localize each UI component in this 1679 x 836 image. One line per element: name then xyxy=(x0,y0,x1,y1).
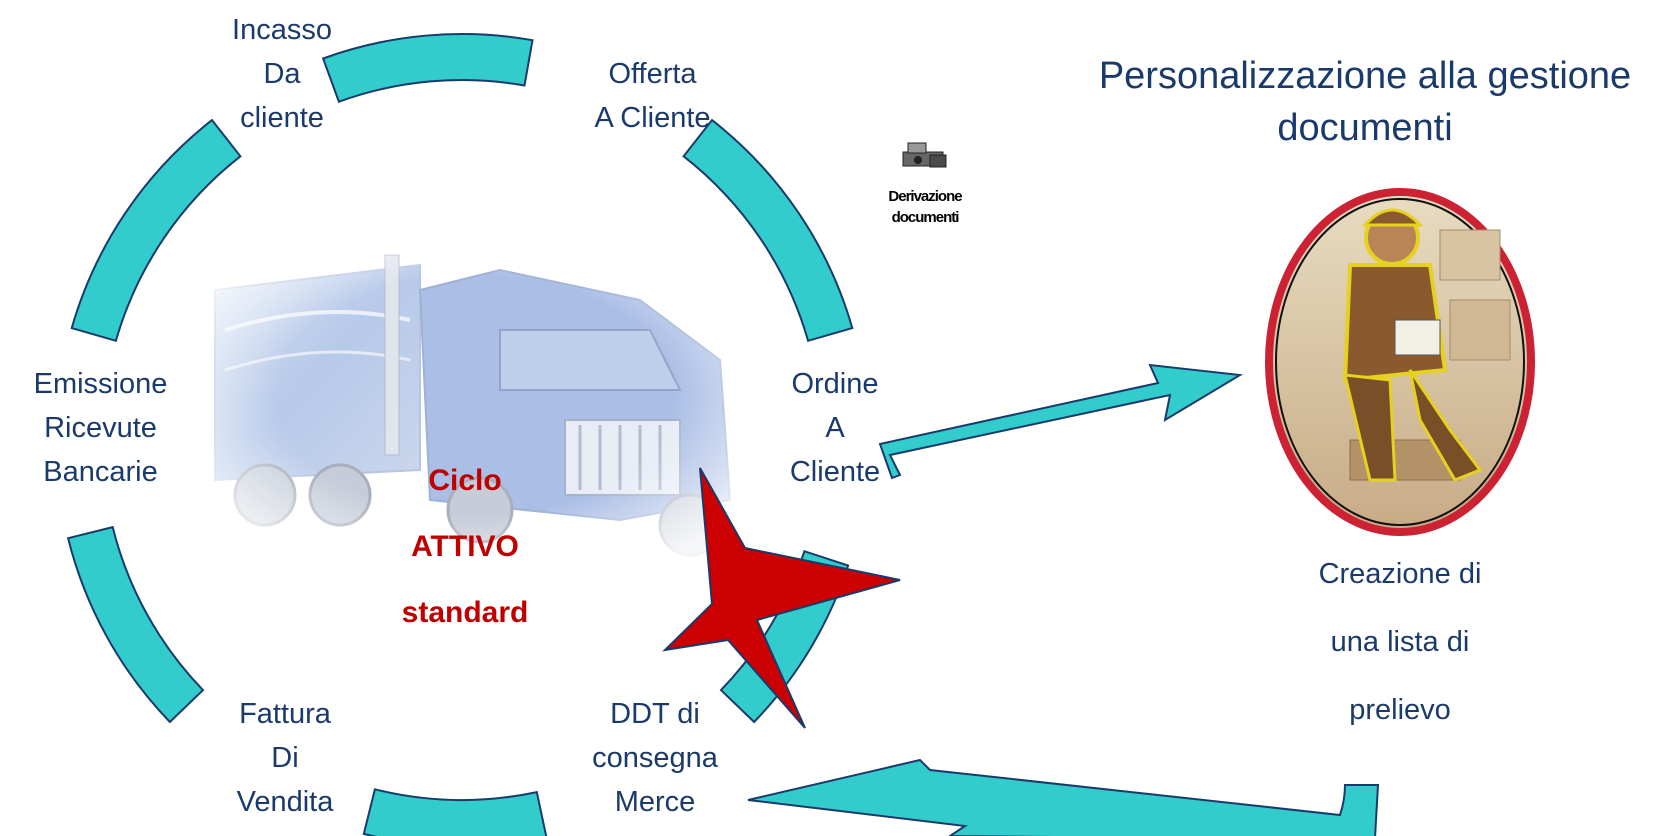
arc-upper-left xyxy=(70,118,242,343)
camera-icon xyxy=(902,142,947,168)
truck-image xyxy=(200,230,750,560)
cycle-label: Ciclo ATTIVO standard xyxy=(401,464,529,629)
picker-worker-image xyxy=(1265,188,1535,536)
arc-lower-left xyxy=(66,525,205,724)
cross-star-icon xyxy=(662,467,901,729)
node-ordine: Ordine A Cliente xyxy=(789,368,881,488)
arc-upper-right xyxy=(682,118,854,343)
arc-top xyxy=(321,33,534,103)
derivation-label: Derivazione documenti xyxy=(888,188,962,226)
node-fattura: Fattura Di Vendita xyxy=(236,698,334,818)
node-emissione: Emissione Ricevute Bancarie xyxy=(33,368,168,488)
node-incasso: Incasso Da cliente xyxy=(232,14,332,134)
picking-list-caption: Creazione di una lista di prelievo xyxy=(1318,558,1482,726)
node-offerta: Offerta A Cliente xyxy=(594,58,711,134)
arrow-to-picking-list xyxy=(878,363,1244,480)
arc-bottom xyxy=(362,788,548,836)
page-title: Personalizzazione alla gestione document… xyxy=(1098,55,1632,149)
arrow-back-to-ddt xyxy=(747,758,1380,836)
node-ddt: DDT di consegna Merce xyxy=(592,698,718,818)
